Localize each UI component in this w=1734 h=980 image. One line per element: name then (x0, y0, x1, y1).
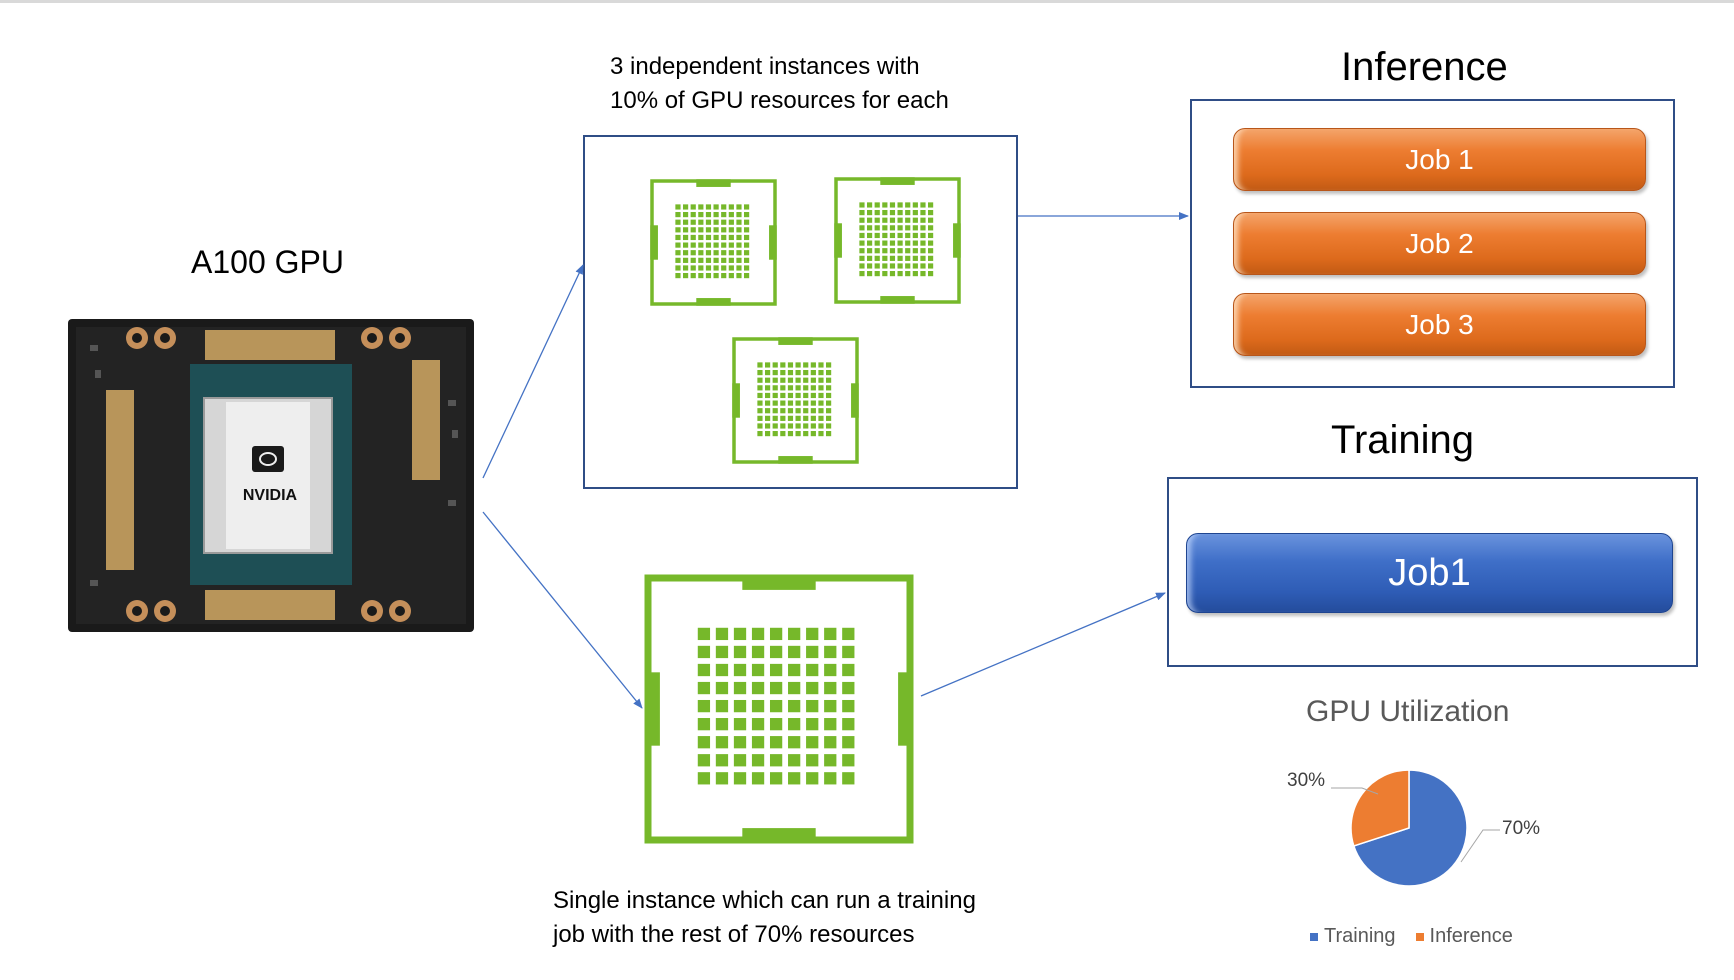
instances-box (583, 135, 1018, 489)
gpu-utilization-pie (1331, 769, 1500, 887)
top-caption-line2: 10% of GPU resources for each (610, 87, 949, 114)
legend-swatch-training (1310, 932, 1318, 941)
gpu-label: A100 GPU (191, 244, 344, 280)
arrow-gpu-to-large-instance (482, 511, 643, 709)
small-instance-chip-3 (732, 337, 859, 464)
pie-slice-training (1352, 769, 1468, 887)
chart-title: GPU Utilization (1306, 695, 1510, 728)
inference-job-2: Job 2 (1233, 212, 1646, 275)
gpu-brand-text: NVIDIA (243, 487, 298, 504)
top-border-line (0, 0, 1734, 3)
large-instance-chip (644, 574, 914, 844)
legend-item-training: Training (1310, 925, 1396, 948)
bottom-caption-line2: job with the rest of 70% resources (553, 921, 915, 948)
leader-line-training (1460, 829, 1500, 863)
legend-label-training: Training (1324, 925, 1396, 947)
top-caption-line1: 3 independent instances with (610, 53, 920, 80)
arrow-large-instance-to-training (920, 592, 1166, 697)
nvidia-logo-icon (252, 446, 284, 472)
arrow-gpu-to-instances (482, 264, 584, 479)
inference-job-1: Job 1 (1233, 128, 1646, 191)
legend-label-inference: Inference (1429, 925, 1513, 947)
legend-swatch-inference (1415, 932, 1424, 941)
small-instance-chip-1 (650, 179, 777, 306)
pie-label-inference: 30% (1287, 770, 1326, 791)
bottom-caption: Single instance which can run a training… (553, 884, 976, 952)
top-caption: 3 independent instances with 10% of GPU … (610, 50, 949, 118)
legend-item-inference: Inference (1415, 925, 1513, 948)
inference-title: Inference (1341, 45, 1508, 89)
pie-label-training: 70% (1502, 818, 1541, 839)
a100-gpu-board: NVIDIA (68, 319, 474, 632)
training-title: Training (1331, 418, 1475, 462)
small-instance-chip-2 (834, 177, 961, 304)
bottom-caption-line1: Single instance which can run a training (553, 887, 976, 914)
pie-slice-inference (1350, 769, 1410, 847)
training-job-1: Job1 (1186, 533, 1673, 613)
leader-line-inference (1331, 787, 1379, 795)
inference-job-3: Job 3 (1233, 293, 1646, 356)
chart-legend: Training Inference (1310, 925, 1513, 948)
